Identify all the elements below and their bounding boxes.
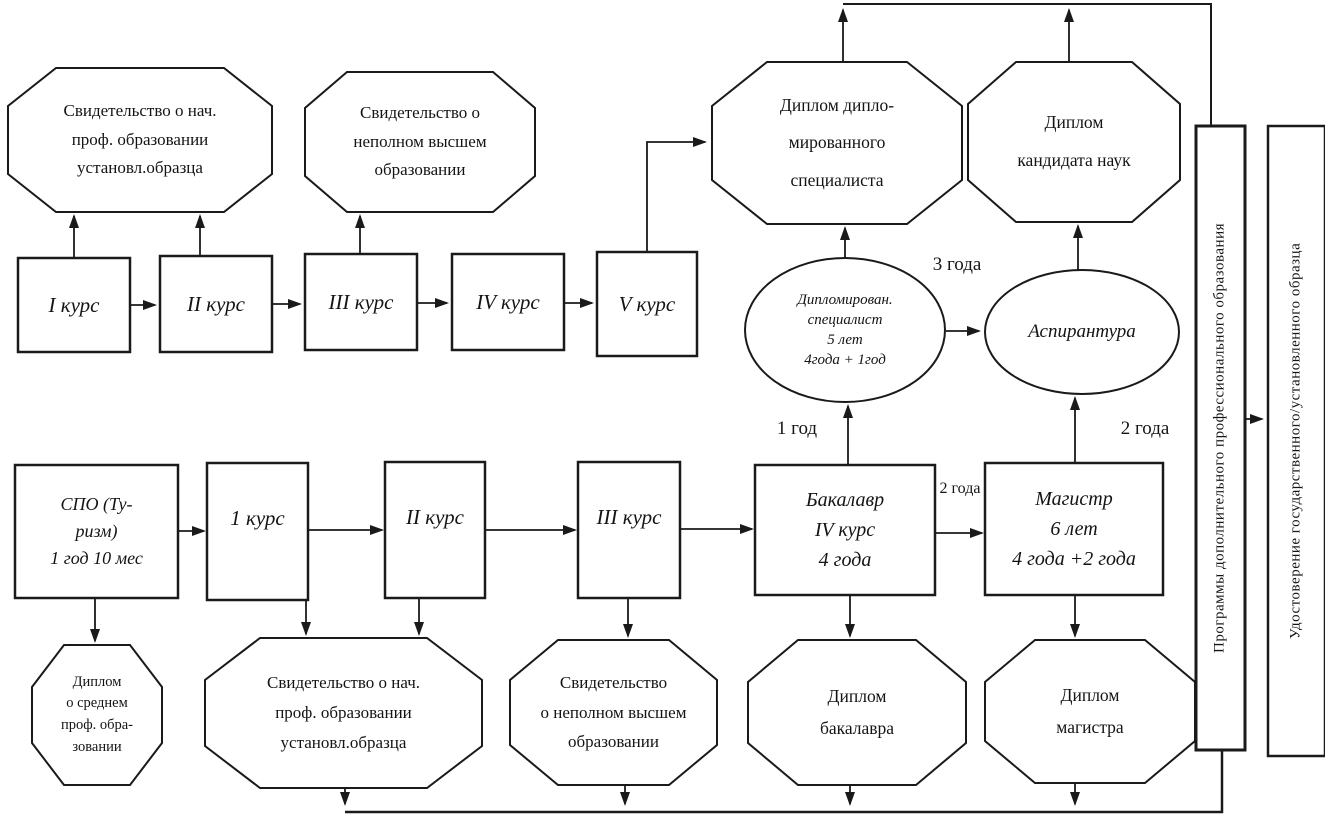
- label-magistr: Магистр 6 лет 4 года +2 года: [1012, 488, 1136, 570]
- label-bar-programs: Программы дополнительного профессиональн…: [1211, 223, 1228, 653]
- label-course-4: IV курс: [476, 289, 540, 314]
- box-b-course-3: [576, 460, 682, 600]
- box-spo-tourism: [13, 463, 180, 600]
- bottom-collector-line: [345, 750, 1224, 814]
- box-b-course-2: [383, 460, 487, 600]
- label-bar-certificate: Удостоверение государственного/установле…: [1287, 242, 1304, 640]
- octagon-diploma-sredn: [31, 644, 163, 786]
- octagon-diploma-kandidat: [967, 61, 1181, 223]
- label-course-5: V курс: [618, 291, 676, 316]
- label-b-course-1: 1 курс: [230, 505, 285, 530]
- label-two-years-right: 2 года: [1120, 418, 1170, 440]
- label-cert-nepoln-bottom: Свидетельство о неполном высшем образова…: [540, 672, 687, 752]
- arrow-course5-specialist-diploma: [646, 137, 707, 252]
- label-diploma-bakalavr: Диплом бакалавра: [819, 686, 895, 738]
- label-diploma-specialist: Диплом дипло- мированного специалиста: [779, 94, 895, 190]
- label-diploma-kandidat: Диплом кандидата наук: [1017, 112, 1131, 170]
- label-bakalavr: Бакалавр IV курс 4 года: [805, 489, 885, 571]
- label-two-years-mid: 2 года: [939, 480, 981, 498]
- octagon-diploma-specialist: [711, 61, 963, 225]
- box-course-3: [303, 252, 419, 352]
- label-course-1: I курс: [48, 292, 100, 317]
- box-bakalavr: [753, 463, 937, 597]
- octagon-diploma-bakalavr: [747, 639, 967, 786]
- bar-programs: [1194, 124, 1247, 752]
- box-b-course-1: [205, 461, 310, 602]
- octagon-cert-nepoln-top: [304, 71, 536, 213]
- octagon-diploma-magistr: [984, 639, 1196, 784]
- bar-certificate: [1266, 124, 1325, 758]
- octagon-cert-nach-prof-bottom: [204, 637, 483, 789]
- box-magistr: [983, 461, 1165, 597]
- label-b-course-3: III курс: [596, 504, 662, 529]
- label-ellipse-aspirantura: Аспирантура: [1028, 321, 1136, 343]
- label-one-year: 1 год: [776, 418, 818, 440]
- label-course-2: II курс: [187, 291, 245, 316]
- box-course-2: [158, 254, 274, 354]
- label-spo-tourism: СПО (Ту- ризм) 1 год 10 мес: [50, 494, 143, 568]
- octagon-cert-nepoln-bottom: [509, 639, 718, 786]
- octagon-cert-nach-prof-top: [7, 67, 273, 213]
- label-cert-nepoln-top: Свидетельство о неполном высшем образова…: [353, 102, 487, 180]
- label-b-course-2: II курс: [406, 504, 464, 529]
- label-ellipse-specialist: Дипломирован. специалист 5 лет 4года + 1…: [797, 291, 893, 369]
- label-cert-nach-prof-top: Свидетельство о нач. проф. образовании у…: [63, 100, 217, 178]
- label-course-3: III курс: [328, 289, 394, 314]
- box-course-1: [16, 256, 132, 354]
- ellipse-specialist: [744, 257, 946, 403]
- box-course-5: [595, 250, 699, 358]
- label-cert-nach-prof-bottom: Свидетельство о нач. проф. образовании у…: [266, 673, 421, 752]
- connector-arrows: [69, 8, 1264, 806]
- label-diploma-sredn: Диплом о среднем проф. обра- зовании: [60, 673, 134, 755]
- box-course-4: [450, 252, 566, 352]
- label-diploma-magistr: Диплом магистра: [1056, 685, 1124, 737]
- ellipse-aspirantura: [984, 269, 1180, 395]
- top-collector-line: [843, 3, 1212, 126]
- label-three-years: 3 года: [932, 254, 982, 276]
